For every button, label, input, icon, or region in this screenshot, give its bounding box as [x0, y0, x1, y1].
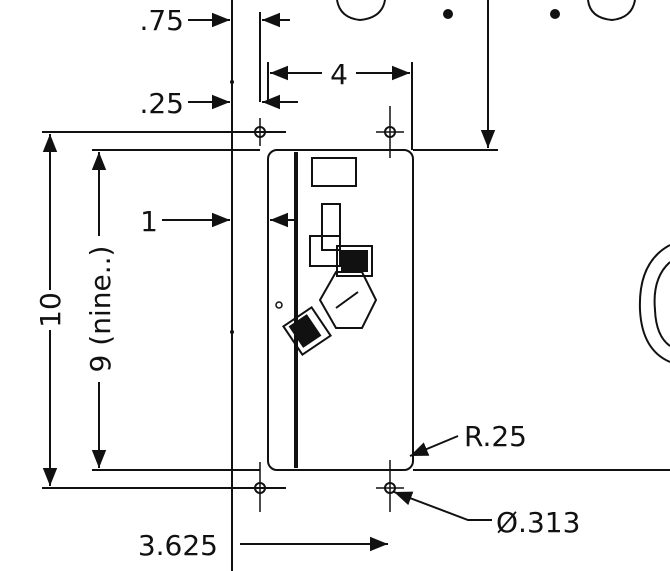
right-circle-outer — [638, 244, 670, 363]
top-slot-right — [587, 0, 636, 22]
lower-thread-fill — [288, 314, 322, 348]
dim-overall-height: 10 — [34, 292, 67, 328]
upper-threaded-fitting — [336, 245, 373, 277]
dim-hole-diameter: Ø.313 — [496, 506, 580, 539]
top-fitting — [311, 157, 357, 187]
top-dot-2 — [550, 9, 560, 19]
lower-threaded-fitting — [282, 306, 332, 356]
dim-offset-mid: .25 — [139, 87, 184, 120]
mounting-hole-br — [376, 460, 404, 512]
dim-bottom-offset: 3.625 — [138, 529, 218, 562]
valve-body — [309, 235, 341, 267]
dim-width-top: 4 — [330, 58, 348, 91]
pipe-stub — [321, 203, 341, 251]
dim-inner-height: 9 (nine..) — [84, 246, 117, 373]
mounting-hole-tl — [246, 118, 274, 146]
top-dot-1 — [443, 9, 453, 19]
right-circle-inner — [653, 261, 670, 347]
ref-dot-1 — [230, 80, 234, 84]
enclosure-screw — [275, 301, 283, 309]
mounting-hole-bl — [246, 462, 274, 512]
ref-dot-2 — [230, 330, 234, 334]
upper-thread-fill — [341, 250, 368, 272]
top-slot-left — [336, 0, 386, 22]
arrow-hole-leader — [393, 491, 492, 521]
dim-corner-radius: R.25 — [464, 420, 527, 453]
mounting-hole-tr — [376, 106, 404, 158]
enclosure-outline — [267, 149, 414, 471]
dim-offset-top: .75 — [139, 4, 184, 37]
elbow-joint — [335, 291, 359, 309]
dim-offset-side: 1 — [140, 205, 158, 238]
arrow-radius-leader — [409, 435, 459, 457]
